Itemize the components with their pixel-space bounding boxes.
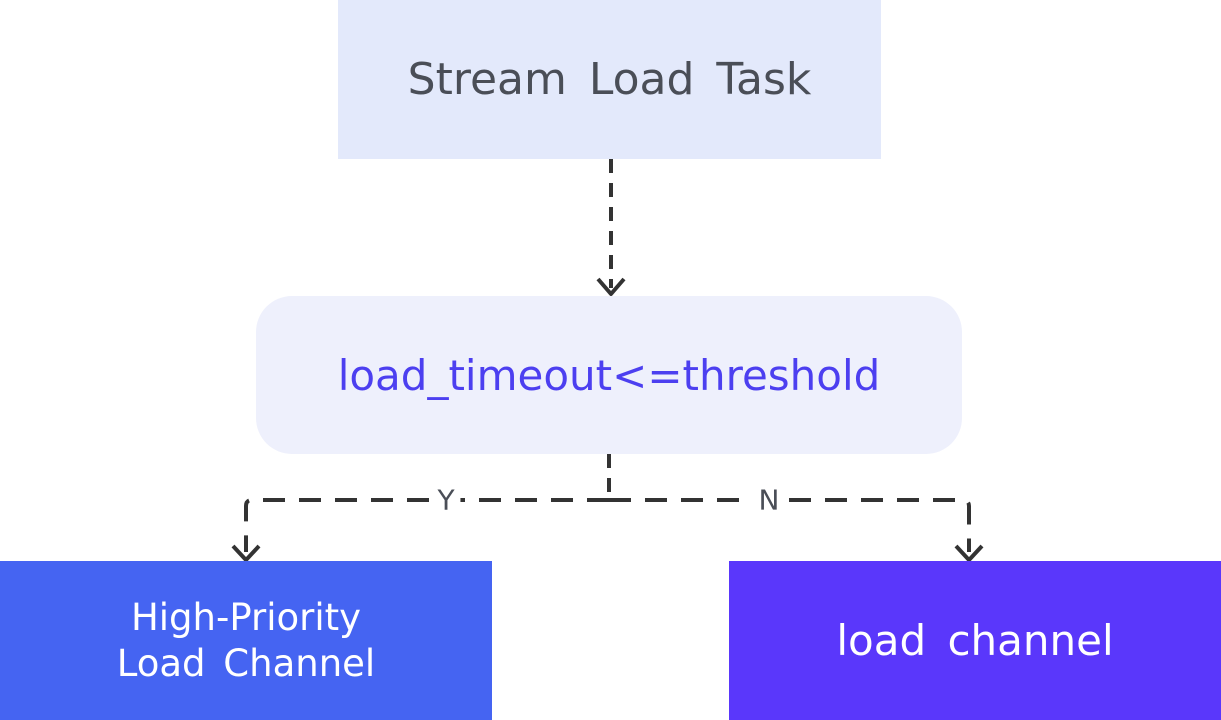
node-high-label-line2: Load Channel: [116, 641, 376, 685]
node-high-label-line1: High-Priority: [130, 595, 362, 639]
edge-label-yes: Y: [431, 483, 461, 517]
node-timeout-decision: load_timeout<=threshold: [256, 296, 962, 454]
node-load-channel: load channel: [729, 561, 1221, 720]
node-task-label: Stream Load Task: [407, 54, 812, 105]
node-decision-label: load_timeout<=threshold: [337, 350, 881, 400]
arrowhead-high-icon: [231, 544, 261, 562]
edge-no-branch: [609, 498, 971, 552]
edge-label-no: N: [752, 483, 786, 517]
node-high-priority-channel: High-Priority Load Channel: [0, 561, 492, 720]
edge-yes-branch: [244, 498, 609, 552]
arrowhead-load-icon: [954, 544, 984, 562]
node-stream-load-task: Stream Load Task: [338, 0, 881, 159]
node-load-label: load channel: [836, 616, 1114, 665]
arrowhead-decision-icon: [596, 277, 626, 296]
